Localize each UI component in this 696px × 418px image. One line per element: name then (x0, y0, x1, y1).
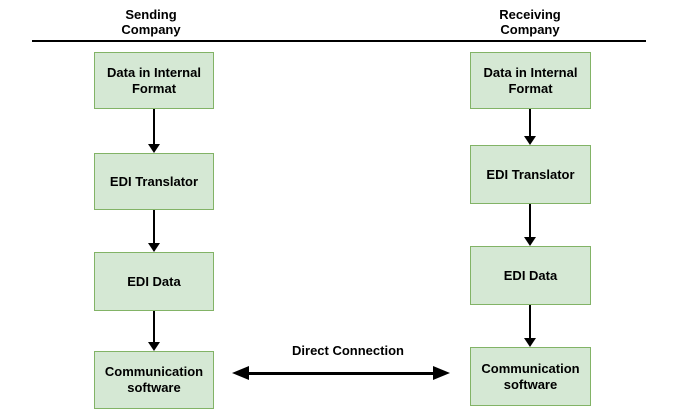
column-header-sending-company: Sending Company (121, 7, 181, 37)
down-arrow-icon (148, 210, 160, 252)
down-arrow-icon (524, 109, 536, 145)
arrow-left-head (232, 366, 249, 380)
arrow-head (524, 136, 536, 145)
double-headed-arrow-icon (232, 366, 450, 380)
box-sending-data-in-internal-format: Data in Internal Format (94, 52, 214, 109)
arrow-shaft (244, 372, 438, 375)
arrow-head (148, 144, 160, 153)
box-receiving-communication-software: Communication software (470, 347, 591, 406)
box-receiving-edi-data: EDI Data (470, 246, 591, 305)
column-header-receiving-company: Receiving Company (499, 7, 561, 37)
arrow-shaft (153, 210, 155, 247)
box-sending-edi-data: EDI Data (94, 252, 214, 311)
arrow-right-head (433, 366, 450, 380)
arrow-shaft (529, 305, 531, 342)
box-receiving-edi-translator: EDI Translator (470, 145, 591, 204)
arrow-shaft (153, 311, 155, 346)
box-receiving-data-in-internal-format: Data in Internal Format (470, 52, 591, 109)
arrow-head (524, 237, 536, 246)
arrow-shaft (529, 204, 531, 241)
arrow-head (524, 338, 536, 347)
arrow-head (148, 243, 160, 252)
box-sending-communication-software: Communication software (94, 351, 214, 409)
arrow-shaft (529, 109, 531, 140)
direct-connection-label: Direct Connection (292, 343, 404, 358)
arrow-head (148, 342, 160, 351)
down-arrow-icon (148, 311, 160, 351)
header-divider-line (32, 40, 646, 42)
down-arrow-icon (524, 204, 536, 246)
down-arrow-icon (524, 305, 536, 347)
arrow-shaft (153, 109, 155, 148)
down-arrow-icon (148, 109, 160, 153)
box-sending-edi-translator: EDI Translator (94, 153, 214, 210)
